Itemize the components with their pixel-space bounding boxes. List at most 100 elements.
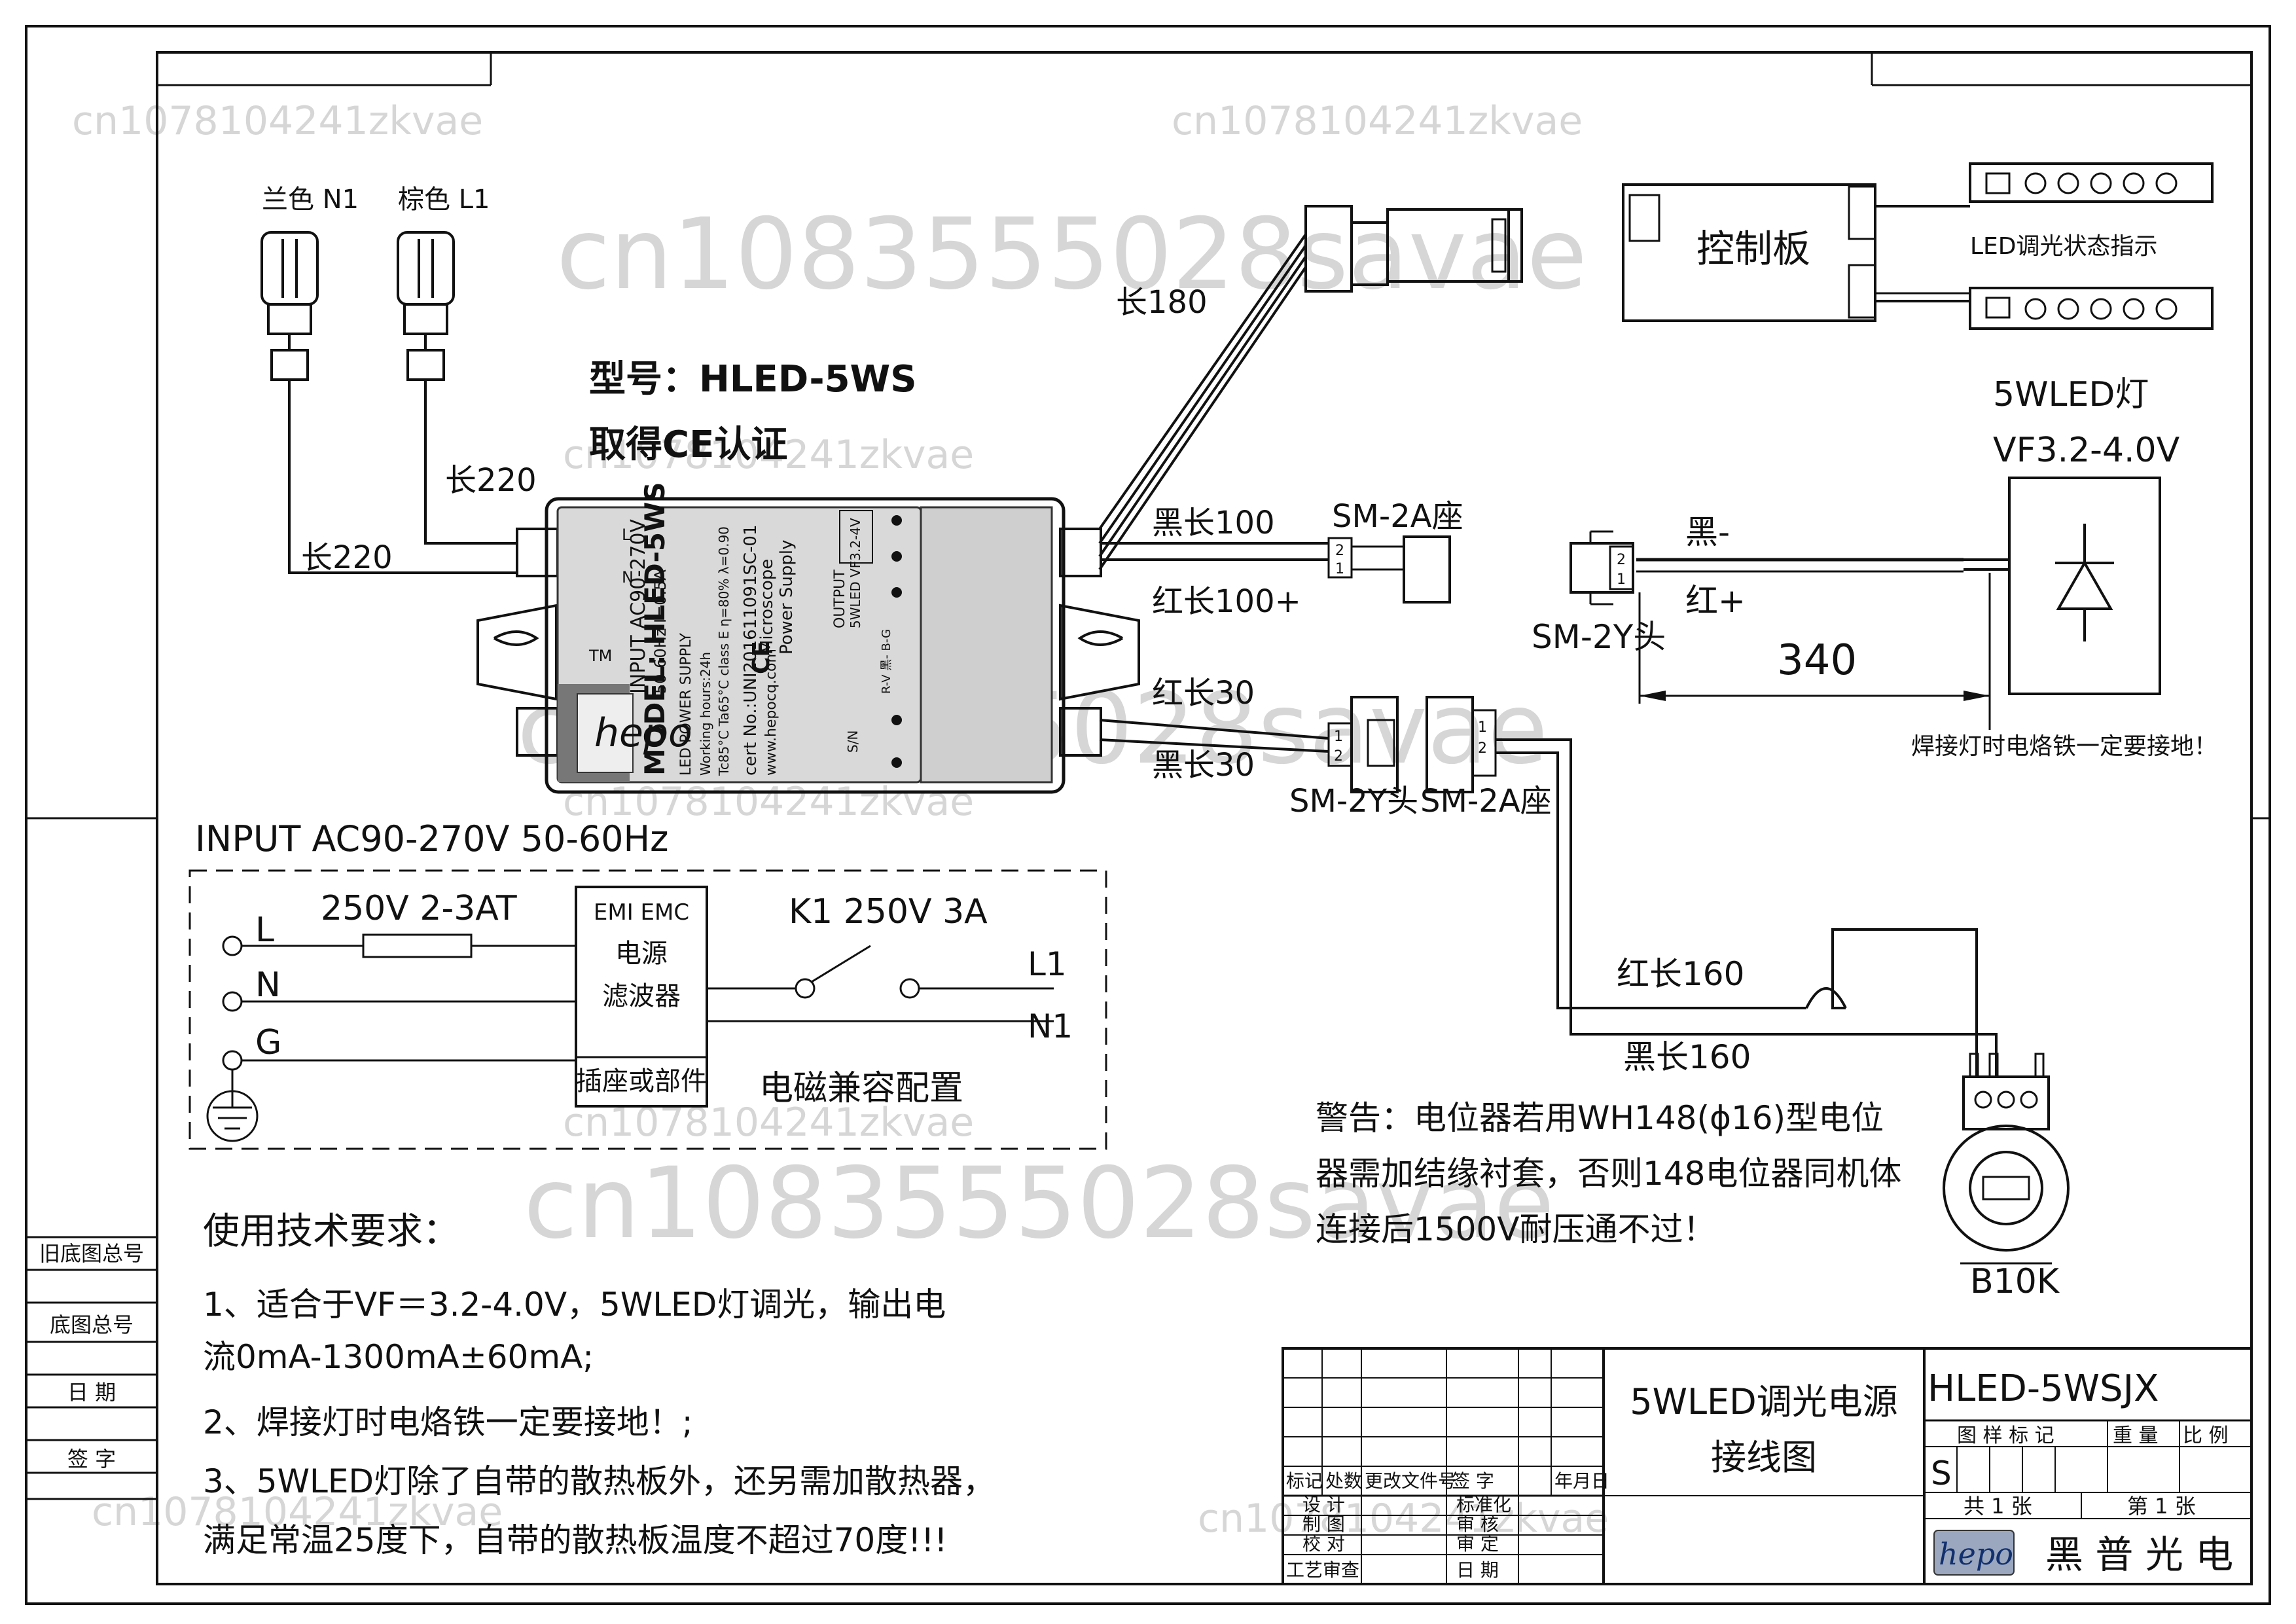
pin-label: 2 [1617, 552, 1626, 568]
emi-label: 滤波器 [602, 981, 681, 1011]
ps-model-label: MODEL: HLED-5WS [639, 482, 671, 776]
mark-value: S [1931, 1454, 1952, 1492]
requirement-line: 1、适合于VF＝3.2-4.0V，5WLED灯调光，输出电 [203, 1286, 946, 1324]
wire-black-160: 黑长160 [1623, 1038, 1751, 1076]
sign-label: 制 图 [1302, 1513, 1345, 1535]
title-block: 标记 处数 更改文件号 签 字 年月日 设 计 标准化 制 图 审 核 校 对 … [1282, 1347, 2253, 1585]
left-strip: 旧底图总号 底图总号 日 期 签 字 [25, 1236, 158, 1500]
block-header: 比 例 [2183, 1424, 2229, 1447]
sheet-number: 第 1 张 [2127, 1494, 2196, 1519]
terminal-g: G [255, 1023, 281, 1062]
model-title: 型号：HLED-5WS [589, 358, 917, 401]
watermark: cn1078104241zkvae [563, 779, 974, 825]
warning-line: 器需加结缘衬套，否则148电位器同机体 [1316, 1155, 1901, 1193]
input-schematic: INPUT AC90-270V 50-60Hz L N G 250V 2-3AT… [188, 818, 1107, 1150]
ps-brand2: Power Supply [777, 540, 797, 655]
led-lamp-vf: VF3.2-4.0V [1993, 431, 2180, 470]
ps-freq-spec: 50-60Hz I=0.5A [651, 569, 670, 694]
watermark: cn1078104241zkvae [1172, 98, 1583, 144]
pin-label: 2 [1335, 543, 1344, 559]
solder-note: 焊接灯时电烙铁一定要接地！ [1911, 733, 2217, 760]
wire-red-100: 红长100+ [1152, 583, 1301, 620]
ce-certification: 取得CE认证 [589, 424, 787, 466]
sign-label: 审 定 [1456, 1533, 1499, 1555]
led-lamp: 5WLED灯 VF3.2-4.0V 黑- 红+ 2 1 SM-2Y头 340 焊… [1532, 375, 2217, 760]
terminal-l: L [255, 911, 274, 950]
ps-pin-n: N [622, 568, 634, 586]
switch-label: K1 250V 3A [789, 892, 988, 931]
drawing-title: 接线图 [1711, 1437, 1817, 1478]
warning-line: 警告：电位器若用WH148(ϕ16)型电位 [1316, 1099, 1884, 1137]
pin-label: 1 [1617, 571, 1626, 588]
power-supply-unit: hepo TM L N MODEL: HLED-5WS LED POWER SU… [476, 482, 1140, 794]
requirement-line: 2、焊接灯时电烙铁一定要接地！; [203, 1403, 693, 1441]
watermark: cn1078104241zkvae [92, 1489, 503, 1535]
requirement-line: 流0mA-1300mA±60mA; [203, 1338, 594, 1376]
ps-output: OUTPUT [832, 569, 848, 628]
control-board: 控制板 LED调光状态指示 [1622, 162, 2214, 330]
emi-label: EMI EMC [594, 899, 689, 926]
ps-ce-mark: CE [748, 641, 775, 674]
ps-pin-l: L [622, 526, 631, 544]
outer-frame [25, 25, 2271, 1605]
pin-label: 2 [1478, 740, 1487, 757]
company-logo [1933, 1530, 2015, 1576]
watermark: cn1083555028savae [524, 1147, 1554, 1261]
pin-label: 1 [1334, 729, 1343, 745]
rev-header: 签 字 [1452, 1470, 1494, 1492]
potentiometer: B10K [1943, 1053, 2070, 1301]
out-l1: L1 [1028, 945, 1067, 983]
ps-sub-label: LED POWER SUPPLY [678, 632, 694, 776]
control-board-label: 控制板 [1696, 226, 1810, 271]
socket-label: 插座或部件 [576, 1066, 707, 1096]
schematic-title: INPUT AC90-270V 50-60Hz [195, 818, 669, 859]
company-logo-text: hepo [1939, 1536, 2013, 1572]
watermark: cn1078104241zkvae [1198, 1496, 1609, 1542]
sign-label: 设 计 [1302, 1494, 1345, 1515]
sm2a-top-label: SM-2A座 [1332, 498, 1463, 535]
ps-rv: R-V 黑- B-G [880, 629, 893, 694]
rev-header: 标记 [1286, 1470, 1323, 1492]
rev-header: 更改文件号 [1365, 1470, 1456, 1492]
requirement-line: 3、5WLED灯除了自带的散热板外，还另需加散热器， [203, 1462, 996, 1500]
pin-label: 1 [1335, 561, 1344, 577]
strip-date: 日 期 [67, 1380, 116, 1405]
ps-site: www.hepocq.com [763, 649, 780, 776]
emi-label: 电源 [615, 939, 668, 969]
lamp-black-label: 黑- [1685, 513, 1730, 551]
ps-cert: cert No.:UNI201611091SC-01 [741, 524, 761, 776]
lamp-red-label: 红+ [1685, 582, 1746, 620]
potentiometer-label: B10K [1970, 1262, 2060, 1301]
ps-tm: TM [588, 647, 612, 665]
ps-brand1: Microscope [757, 559, 777, 655]
company-name: 黑 普 光 电 [2045, 1532, 2233, 1577]
rev-header: 年月日 [1554, 1470, 1609, 1492]
input-length-label: 长220 [445, 462, 537, 499]
watermark: cn1083555028savae [556, 198, 1587, 312]
pin-label: 2 [1334, 748, 1343, 765]
sign-label: 标准化 [1456, 1494, 1511, 1515]
led-lamp-title: 5WLED灯 [1993, 375, 2149, 414]
strip-drawing-no: 底图总号 [50, 1312, 134, 1337]
sm2y-bottom-label: SM-2Y头 [1289, 783, 1418, 820]
warning-note: 警告：电位器若用WH148(ϕ16)型电位 器需加结缘衬套，否则148电位器同机… [1316, 1099, 1901, 1248]
ps-working: Working hours:24h [698, 652, 713, 776]
emc-config-label: 电磁兼容配置 [759, 1069, 963, 1108]
strip-old-drawing-no: 旧底图总号 [39, 1241, 144, 1266]
ps-output-spec: 5WLED VF3.2-4V [848, 518, 863, 628]
led-indicator-label: LED调光状态指示 [1970, 233, 2158, 260]
sm2a-bottom-label: SM-2A座 [1420, 783, 1552, 820]
ps-temp: Tc85°C Ta65°C class E η=80% λ=0.90 [716, 526, 732, 776]
wire-length-180: 长180 [1116, 284, 1208, 321]
drawing-number: HLED-5WSJX [1928, 1367, 2159, 1410]
sign-label: 审 核 [1456, 1513, 1499, 1535]
warning-line: 连接后1500V耐压通不过！ [1316, 1210, 1715, 1248]
input-length-label: 长220 [301, 539, 393, 576]
pin-label: 1 [1478, 719, 1487, 736]
wire-black-100: 黑长100 [1152, 505, 1275, 541]
block-header: 重 量 [2113, 1424, 2159, 1447]
technical-requirements: 使用技术要求： 1、适合于VF＝3.2-4.0V，5WLED灯调光，输出电 流0… [203, 1210, 996, 1559]
wire-black-30: 黑长30 [1152, 747, 1255, 784]
terminal-n: N [255, 965, 281, 1005]
blue-wire-label: 兰色 N1 [262, 185, 359, 215]
